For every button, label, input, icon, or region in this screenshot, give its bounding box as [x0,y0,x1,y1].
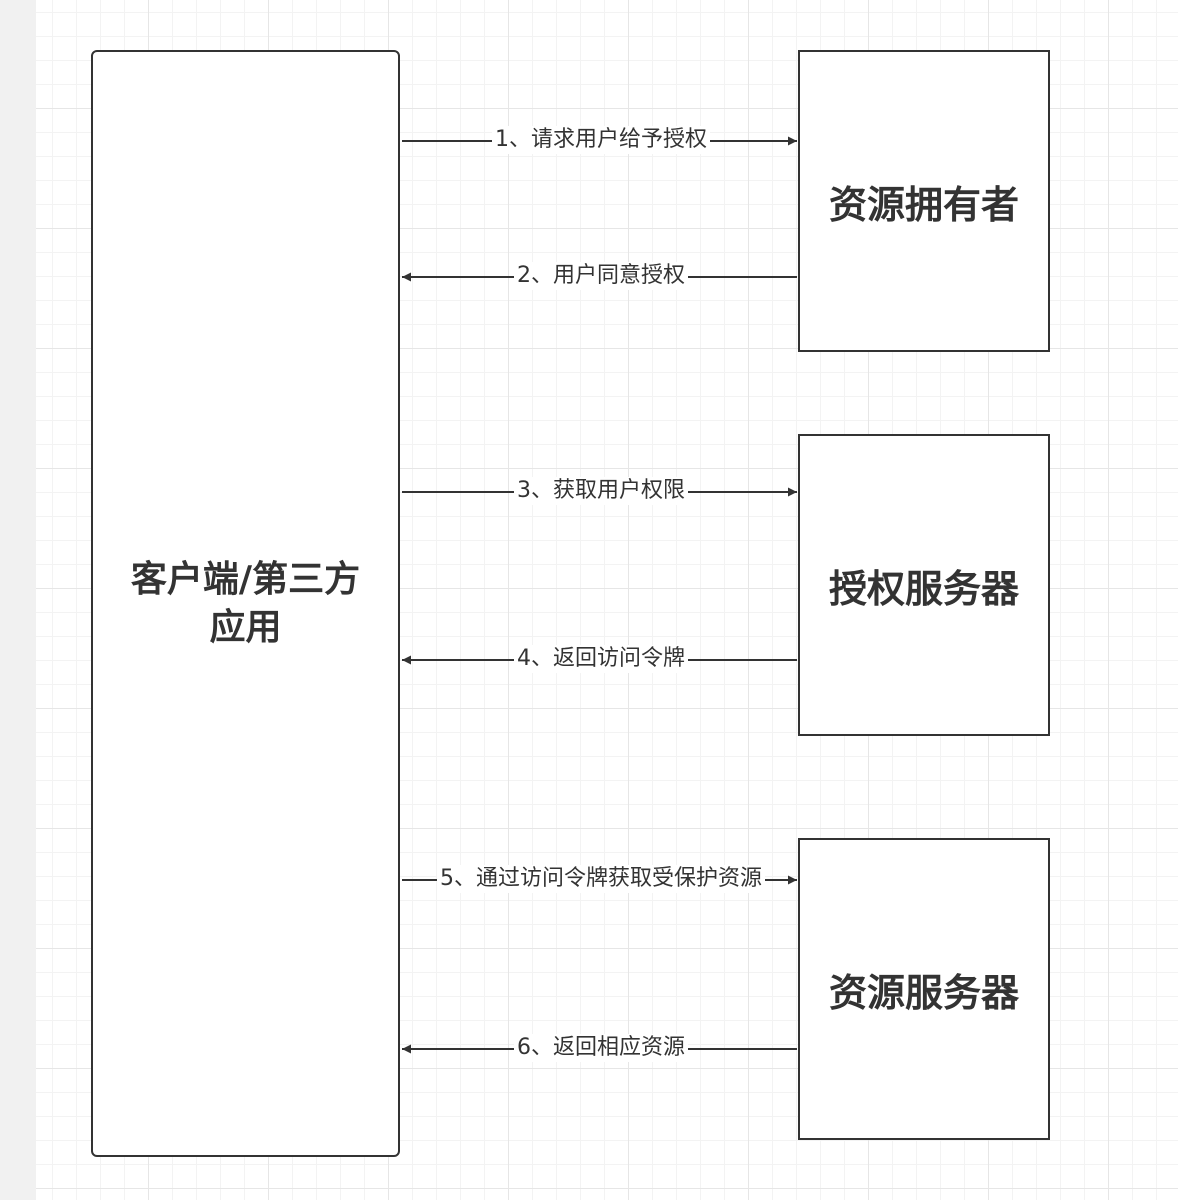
step-label-2: 2、用户同意授权 [514,262,688,290]
auth-server-label: 授权服务器 [828,566,1019,611]
resource-server-label: 资源服务器 [828,970,1019,1015]
client-label-line2: 应用 [209,606,282,648]
resource-owner-box[interactable]: 资源拥有者 [798,50,1050,352]
step-label-1: 1、请求用户给予授权 [492,126,710,154]
step-label-3: 3、获取用户权限 [514,477,688,505]
resource-owner-label: 资源拥有者 [828,182,1019,227]
client-app-box[interactable]: 客户端/第三方 应用 [91,50,400,1157]
client-label-line1: 客户端/第三方 [130,558,361,600]
step-label-6: 6、返回相应资源 [514,1034,688,1062]
step-label-4: 4、返回访问令牌 [514,645,688,673]
step-label-5: 5、通过访问令牌获取受保护资源 [437,865,765,893]
resource-server-box[interactable]: 资源服务器 [798,838,1050,1140]
auth-server-box[interactable]: 授权服务器 [798,434,1050,736]
